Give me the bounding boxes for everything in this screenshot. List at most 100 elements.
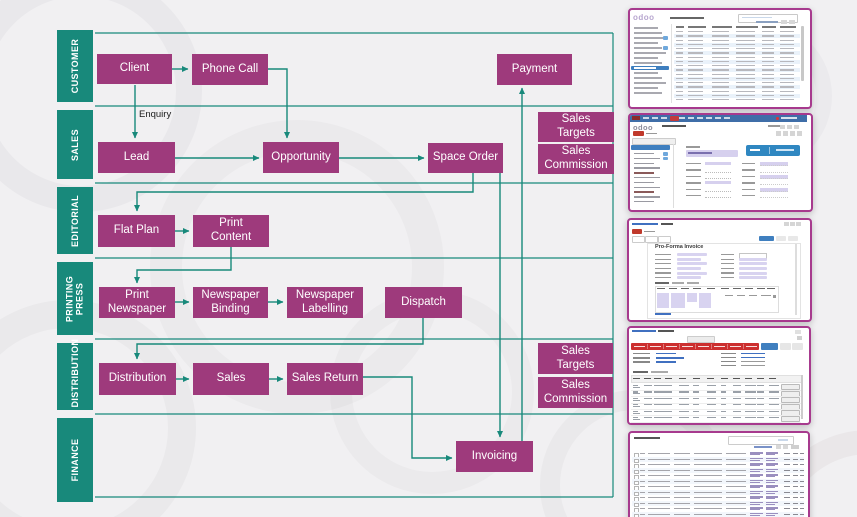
skeleton [800, 469, 804, 471]
lane-label: FINANCE [69, 438, 80, 482]
skeleton [766, 485, 778, 487]
skeleton [793, 497, 798, 499]
skeleton [648, 486, 670, 488]
skeleton [715, 117, 721, 119]
skeleton [726, 458, 746, 460]
skeleton [784, 486, 790, 488]
skeleton [674, 469, 690, 471]
skeleton [712, 48, 729, 50]
skeleton [633, 387, 640, 389]
skeleton [648, 491, 670, 493]
skeleton [634, 464, 639, 469]
skeleton [674, 480, 690, 482]
skeleton [648, 453, 670, 455]
skeleton [726, 464, 746, 466]
skeleton [741, 365, 765, 367]
skeleton [661, 117, 667, 119]
skeleton [793, 458, 798, 460]
skeleton [694, 508, 722, 510]
skeleton [655, 267, 671, 270]
skeleton [742, 188, 755, 190]
sales-order-workflow-screenshot [627, 326, 811, 425]
skeleton [721, 391, 726, 393]
lane-label: SALES [69, 128, 80, 161]
skeleton [750, 485, 763, 487]
skeleton [746, 345, 757, 348]
flow-node-sales: Sales [193, 363, 269, 395]
skeleton [766, 503, 775, 505]
skeleton [644, 417, 652, 419]
skeleton [679, 377, 686, 379]
skeleton [724, 117, 730, 119]
skeleton [794, 124, 799, 129]
skeleton [679, 404, 689, 406]
skeleton [766, 492, 775, 494]
skeleton [714, 345, 725, 348]
skeleton [633, 419, 640, 421]
skeleton [712, 73, 729, 75]
skeleton [760, 174, 788, 179]
skeleton [745, 391, 756, 393]
skeleton [670, 17, 704, 19]
skeleton [721, 277, 734, 279]
skeleton [678, 343, 680, 349]
flow-node-invoicing: Invoicing [456, 441, 533, 472]
skeleton [648, 497, 670, 499]
skeleton [726, 486, 746, 488]
skeleton [656, 361, 676, 363]
skeleton [648, 508, 670, 510]
skeleton [676, 43, 683, 46]
skeleton [676, 73, 683, 75]
skeleton [797, 131, 802, 136]
skeleton [780, 99, 794, 101]
skeleton [632, 457, 804, 463]
skeleton [754, 446, 772, 448]
skeleton [697, 117, 703, 119]
skeleton [739, 267, 767, 270]
skeleton [631, 116, 640, 121]
skeleton [672, 282, 684, 284]
skeleton [762, 52, 774, 54]
skeleton [633, 404, 638, 406]
lane-printing-press: PRINTING PRESS [57, 262, 93, 335]
skeleton [688, 65, 704, 67]
skeleton [644, 397, 652, 399]
skeleton [721, 288, 729, 290]
skeleton [780, 343, 791, 350]
skeleton [800, 464, 804, 466]
skeleton [676, 26, 684, 28]
skeleton [705, 194, 731, 199]
odoo-lead-form-screenshot: odoo [628, 113, 813, 212]
skeleton [712, 26, 732, 28]
skeleton [721, 365, 736, 367]
skeleton [633, 385, 638, 387]
skeleton [631, 421, 801, 423]
skeleton [634, 47, 662, 49]
skeleton [656, 357, 684, 359]
skeleton [762, 26, 776, 28]
skeleton [776, 235, 786, 241]
skeleton [796, 222, 801, 226]
skeleton [736, 77, 755, 80]
skeleton [633, 412, 640, 414]
skeleton [644, 404, 652, 406]
skeleton [784, 453, 790, 455]
skeleton [634, 172, 654, 174]
skeleton [663, 46, 668, 50]
skeleton [655, 277, 671, 279]
skeleton [784, 491, 790, 493]
skeleton [712, 65, 729, 67]
skeleton [780, 82, 794, 84]
skeleton [679, 391, 689, 393]
skeleton [634, 181, 654, 184]
skeleton [676, 60, 683, 63]
skeleton [784, 508, 790, 510]
skeleton [694, 464, 722, 466]
skeleton [663, 36, 668, 40]
skeleton [760, 181, 788, 186]
skeleton [694, 475, 722, 477]
skeleton [750, 514, 760, 516]
skeleton [784, 464, 790, 466]
skeleton [784, 497, 790, 499]
skeleton [654, 377, 661, 379]
